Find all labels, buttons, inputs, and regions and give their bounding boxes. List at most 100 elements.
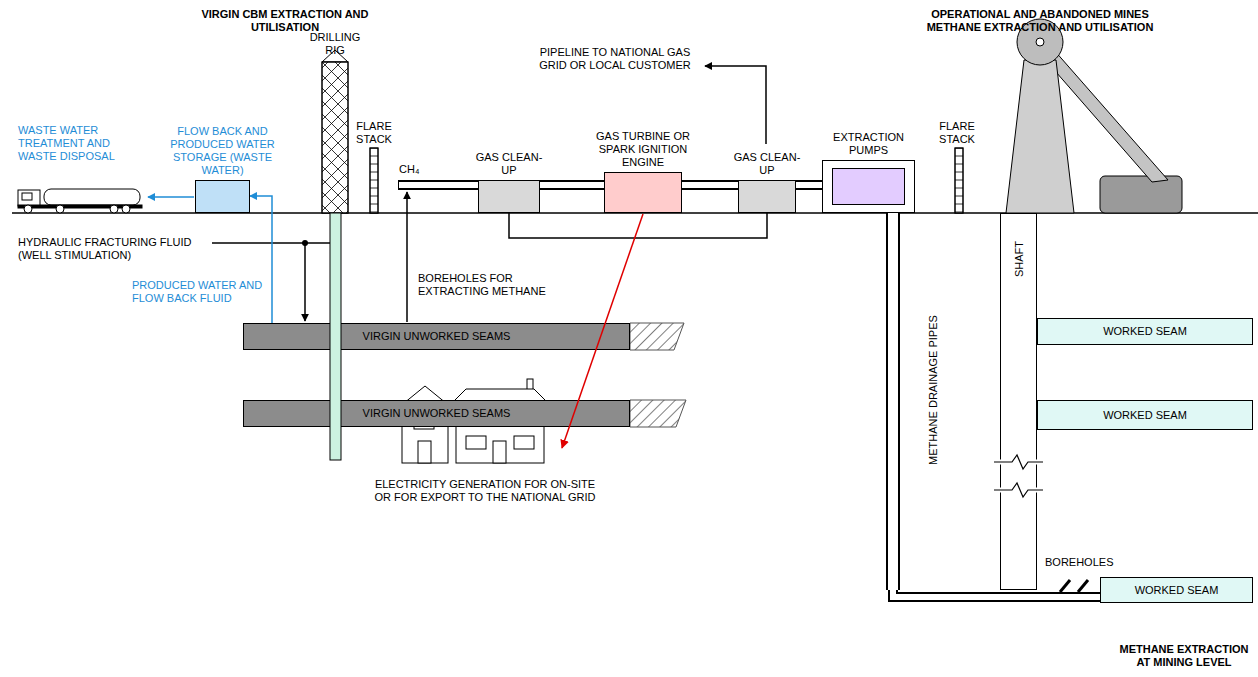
truck-window (22, 193, 32, 200)
flare-stack-rungs (370, 148, 378, 213)
gas-pipe-inner (399, 182, 478, 188)
borehole-label: BOREHOLES FOR EXTRACTING METHANE (418, 272, 553, 298)
label-slot: FLARE STACK (351, 120, 397, 146)
text-slot: GAS CLEAN-UP (731, 151, 803, 177)
truck-wheel (122, 205, 130, 213)
house-door (493, 441, 506, 463)
break-mask (994, 455, 1043, 469)
house-window (514, 436, 534, 449)
pump-box: EXTRACTION PUMPS (822, 160, 915, 213)
pipe-bore (893, 588, 1100, 597)
flare-stack (370, 148, 378, 213)
house-window (466, 436, 486, 449)
seam-hatched-end (630, 323, 684, 350)
flare-stack-rungs (955, 148, 963, 213)
flare-label: FLARE STACK (351, 120, 397, 146)
vertical-text: SHAFT (1013, 229, 1026, 289)
clean-up-box: GAS CLEAN-UP (478, 180, 540, 213)
shaft-break (994, 455, 1043, 469)
label-slot: FLARE STACK (934, 120, 980, 146)
truck-wheel (24, 205, 32, 213)
gas-pipe-outer (398, 180, 478, 190)
label-slot: PRODUCED WATER AND FLOW BACK FLUID (132, 279, 268, 305)
node-text: WORKED SEAM (1135, 584, 1219, 597)
section-heading: VIRGIN CBM EXTRACTION AND UTILISATION (185, 8, 385, 34)
section-heading: OPERATIONAL AND ABANDONED MINES METHANE … (909, 8, 1171, 34)
flow-connector (509, 213, 767, 238)
produced-water-label: PRODUCED WATER AND FLOW BACK FLUID (132, 279, 268, 305)
coal-seam: VIRGIN UNWORKED SEAMS (243, 323, 630, 350)
borehole-label: BOREHOLES (1045, 556, 1125, 569)
illustration (12, 19, 1258, 463)
node-text: VIRGIN UNWORKED SEAMS (363, 330, 511, 343)
label-slot: VIRGIN CBM EXTRACTION AND UTILISATION (185, 8, 385, 34)
label-slot: CH₄ (399, 163, 439, 176)
truck-cab (18, 190, 40, 206)
borehole-mark (1060, 580, 1070, 592)
pump-panel (832, 168, 905, 205)
borehole-arrow (406, 192, 408, 322)
node-text: VIRGIN UNWORKED SEAMS (363, 407, 511, 420)
mine-shaft: SHAFT (1000, 213, 1037, 590)
headframe-tower (1006, 60, 1074, 213)
pipe-bore (796, 182, 822, 188)
label-slot: ELECTRICITY GENERATION FOR ON-SITE OR FO… (367, 478, 603, 504)
gas-label: CH₄ (399, 163, 439, 176)
waste-arrow (148, 196, 194, 198)
node-heading: EXTRACTION PUMPS (823, 131, 915, 157)
label-slot: METHANE EXTRACTION AT MINING LEVEL (1114, 643, 1254, 669)
fracturing-line (212, 242, 330, 244)
mine-headframe (1006, 19, 1182, 213)
pipeline-arrow (705, 66, 766, 144)
section-caption: METHANE EXTRACTION AT MINING LEVEL (1114, 643, 1254, 669)
fracturing-label: HYDRAULIC FRACTURING FLUID (WELL STIMULA… (18, 236, 200, 262)
winding-house (1100, 176, 1182, 213)
node-heading: GAS TURBINE OR SPARK IGNITION ENGINE (582, 130, 704, 169)
truck-wheel (56, 205, 64, 213)
wheel-hub (1036, 38, 1044, 46)
seam-hatched-end (630, 400, 686, 427)
flare-stack (955, 148, 963, 213)
text-slot: SHAFT (1013, 229, 1027, 289)
pipe-bore (682, 182, 738, 188)
well-bore (330, 213, 341, 460)
node-text: WORKED SEAM (1103, 325, 1187, 338)
tanker-truck (18, 189, 142, 213)
connector-line (509, 213, 767, 238)
pipe-wall (682, 180, 738, 190)
label-slot: HYDRAULIC FRACTURING FLUID (WELL STIMULA… (18, 236, 200, 262)
gas-pipe (796, 185, 822, 186)
engine-box: GAS TURBINE OR SPARK IGNITION ENGINE (604, 172, 682, 213)
drainage-pipe: METHANE DRAINAGE PIPES (886, 213, 900, 590)
worked-seam: WORKED SEAM (1037, 400, 1253, 430)
flow-connector (250, 196, 272, 323)
node-text: WORKED SEAM (1103, 409, 1187, 422)
label-slot: WASTE WATER TREATMENT AND WASTE DISPOSAL (18, 124, 140, 163)
rig-lattice (322, 62, 348, 213)
gas-pipe (682, 185, 738, 186)
electricity-label: ELECTRICITY GENERATION FOR ON-SITE OR FO… (367, 478, 603, 504)
vertical-text: METHANE DRAINAGE PIPES (927, 305, 940, 475)
text-slot: GAS CLEAN-UP (473, 151, 545, 177)
electricity-arrow (562, 214, 643, 448)
rig-tower (322, 62, 348, 213)
pipeline-label: PIPELINE TO NATIONAL GAS GRID OR LOCAL C… (530, 46, 700, 72)
label-slot: DRILLING RIG (306, 31, 364, 57)
clean-up-box: GAS CLEAN-UP (738, 180, 796, 213)
shaft-break (994, 483, 1043, 497)
borehole-mark (1078, 580, 1088, 592)
coal-seam: VIRGIN UNWORKED SEAMS (243, 400, 630, 427)
drilling-rig (322, 50, 348, 213)
pipe-wall (796, 180, 822, 190)
fracturing-arrow (304, 243, 306, 321)
pipe-wall (893, 588, 1100, 597)
worked-seam: WORKED SEAM (1037, 318, 1253, 345)
node-heading: GAS CLEAN-UP (473, 151, 545, 177)
label-slot: BOREHOLES (1045, 556, 1125, 569)
text-slot: FLOW BACK AND PRODUCED WATER STORAGE (WA… (167, 125, 279, 177)
label-slot: BOREHOLES FOR EXTRACTING METHANE (418, 272, 553, 298)
